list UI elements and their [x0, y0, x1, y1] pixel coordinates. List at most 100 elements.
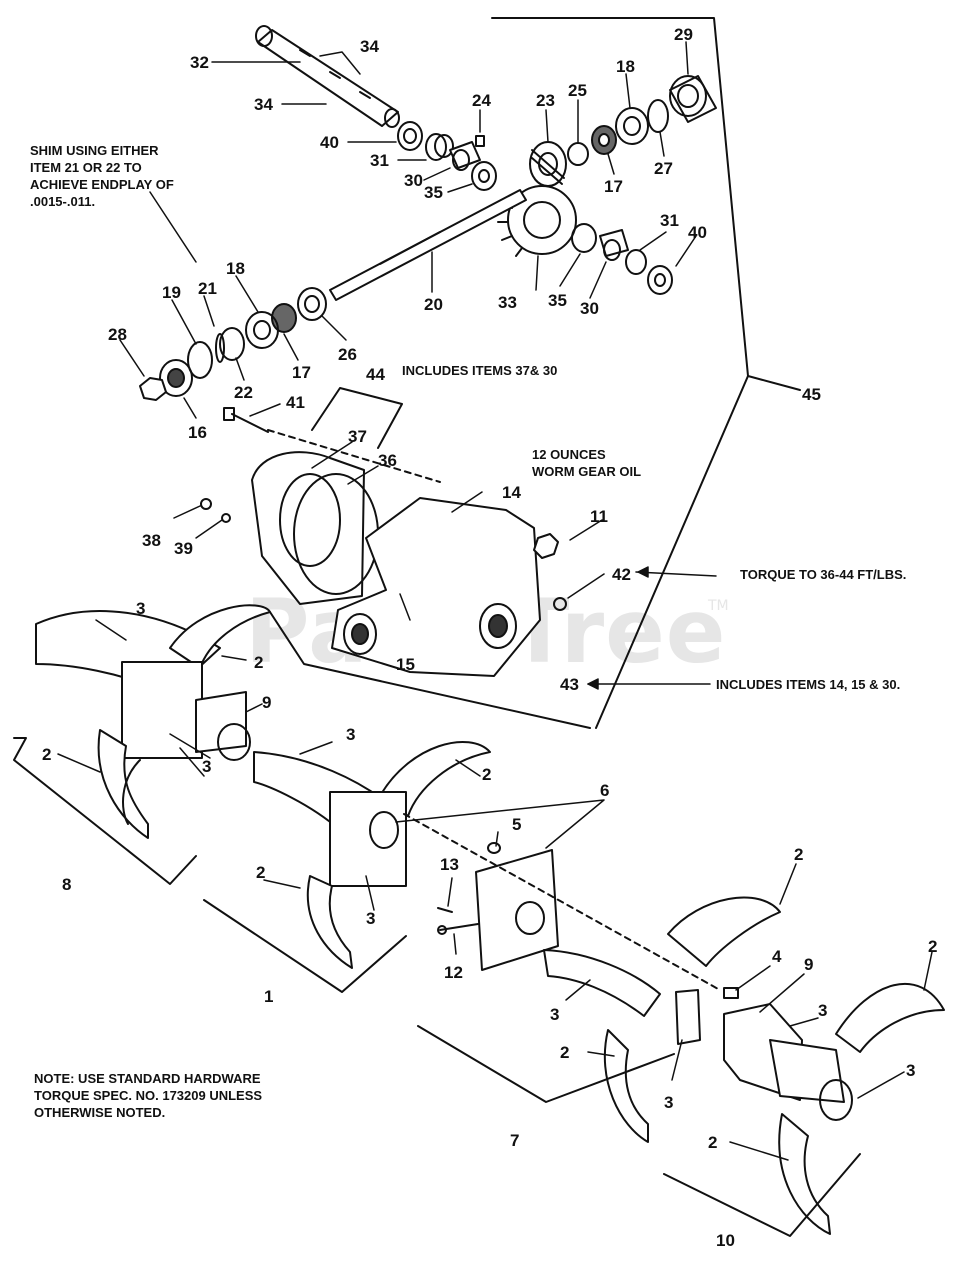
callout-17b: 17 — [292, 363, 311, 382]
callout-2d: 2 — [256, 863, 265, 882]
callout-39: 39 — [174, 539, 193, 558]
tine-assembly-7 — [417, 849, 781, 1143]
note-standard-hardware: NOTE: USE STANDARD HARDWARE TORQUE SPEC.… — [34, 1071, 263, 1120]
callout-8: 8 — [62, 875, 71, 894]
washer-40-lower — [647, 265, 673, 295]
cover-37 — [251, 451, 365, 605]
callout-30b: 30 — [580, 299, 599, 318]
callout-37: 37 — [348, 427, 367, 446]
bearing-16 — [159, 359, 193, 397]
bolt-4 — [723, 987, 739, 999]
callout-7: 7 — [510, 1131, 519, 1150]
callout-3f: 3 — [550, 1005, 559, 1024]
callout-16: 16 — [188, 423, 207, 442]
callout-36: 36 — [378, 451, 397, 470]
callout-2h: 2 — [708, 1133, 717, 1152]
callout-41: 41 — [286, 393, 305, 412]
note-torque: TORQUE TO 36-44 FT/LBS. — [740, 567, 907, 582]
callout-45: 45 — [802, 385, 821, 404]
callout-3h: 3 — [906, 1061, 915, 1080]
bearing-cup-31-upper — [425, 133, 454, 161]
ring-19 — [187, 341, 213, 379]
callout-18b: 18 — [226, 259, 245, 278]
callout-24: 24 — [472, 91, 491, 110]
screw-38 — [200, 498, 212, 510]
callout-9b: 9 — [804, 955, 813, 974]
callout-30a: 30 — [404, 171, 423, 190]
callout-31a: 31 — [370, 151, 389, 170]
note-worm-gear-oil: 12 OUNCES WORM GEAR OIL — [532, 447, 642, 479]
callout-34b: 34 — [254, 95, 273, 114]
callout-20: 20 — [424, 295, 443, 314]
note-includes-14-15-30: INCLUDES ITEMS 14, 15 & 30. — [716, 677, 901, 692]
callout-15: 15 — [396, 655, 415, 674]
callout-43: 43 — [560, 675, 579, 694]
callout-10: 10 — [716, 1231, 735, 1250]
callout-3e: 3 — [818, 1001, 827, 1020]
callout-40a: 40 — [320, 133, 339, 152]
callout-34a: 34 — [360, 37, 379, 56]
callout-3g: 3 — [664, 1093, 673, 1112]
bracket-44 — [311, 387, 403, 449]
callout-11: 11 — [590, 507, 608, 526]
callout-28: 28 — [108, 325, 127, 344]
callout-25: 25 — [568, 81, 587, 100]
tine-assembly-8 — [13, 604, 271, 885]
callout-26: 26 — [338, 345, 357, 364]
callout-9a: 9 — [262, 693, 271, 712]
callout-42: 42 — [612, 565, 631, 584]
bearing-18-upper — [615, 107, 649, 145]
bracket-43 — [269, 611, 591, 729]
note-includes-37-30: INCLUDES ITEMS 37& 30 — [402, 363, 558, 378]
callout-32: 32 — [190, 53, 209, 72]
nut-5 — [487, 842, 501, 854]
bolt-41 — [223, 407, 269, 433]
callout-27: 27 — [654, 159, 673, 178]
callout-3d: 3 — [366, 909, 375, 928]
callout-6: 6 — [600, 781, 609, 800]
callout-2e: 2 — [794, 845, 803, 864]
shim-21 — [215, 333, 225, 363]
callout-40b: 40 — [688, 223, 707, 242]
ring-27 — [647, 99, 669, 133]
callout-3c: 3 — [346, 725, 355, 744]
bearing-30-lower — [599, 229, 629, 261]
callout-38: 38 — [142, 531, 161, 550]
callout-2b: 2 — [42, 745, 51, 764]
nut-42 — [553, 597, 567, 611]
housing-14 — [331, 497, 541, 677]
callout-21: 21 — [198, 279, 217, 298]
tine-assembly-10 — [663, 982, 945, 1237]
watermark-trademark: TM — [708, 598, 729, 614]
center-line-1 — [267, 429, 441, 483]
callout-17a: 17 — [604, 177, 623, 196]
callout-13: 13 — [440, 855, 459, 874]
callout-2a: 2 — [254, 653, 263, 672]
callout-33: 33 — [498, 293, 517, 312]
leader-lines — [57, 41, 933, 1161]
callout-2c: 2 — [482, 765, 491, 784]
pinion-17-lower — [271, 303, 297, 333]
callout-3b: 3 — [202, 757, 211, 776]
callout-2g: 2 — [560, 1043, 569, 1062]
bracket-45 — [491, 17, 801, 729]
callout-23: 23 — [536, 91, 555, 110]
bearing-26 — [297, 287, 327, 321]
washer-35-lower — [571, 223, 597, 253]
callout-44: 44 — [366, 365, 385, 384]
callout-35b: 35 — [548, 291, 567, 310]
callout-35a: 35 — [424, 183, 443, 202]
callout-22: 22 — [234, 383, 253, 402]
callout-29: 29 — [674, 25, 693, 44]
callout-1: 1 — [264, 987, 273, 1006]
plug-11 — [533, 533, 559, 559]
shaft-32 — [255, 25, 400, 128]
washer-35-upper — [471, 161, 497, 191]
nut-28 — [139, 377, 167, 401]
washer-40-upper — [397, 121, 423, 151]
callout-5: 5 — [512, 815, 521, 834]
callout-4: 4 — [772, 947, 782, 966]
note-shim: SHIM USING EITHER ITEM 21 OR 22 TO ACHIE… — [30, 143, 174, 209]
callout-19: 19 — [162, 283, 181, 302]
